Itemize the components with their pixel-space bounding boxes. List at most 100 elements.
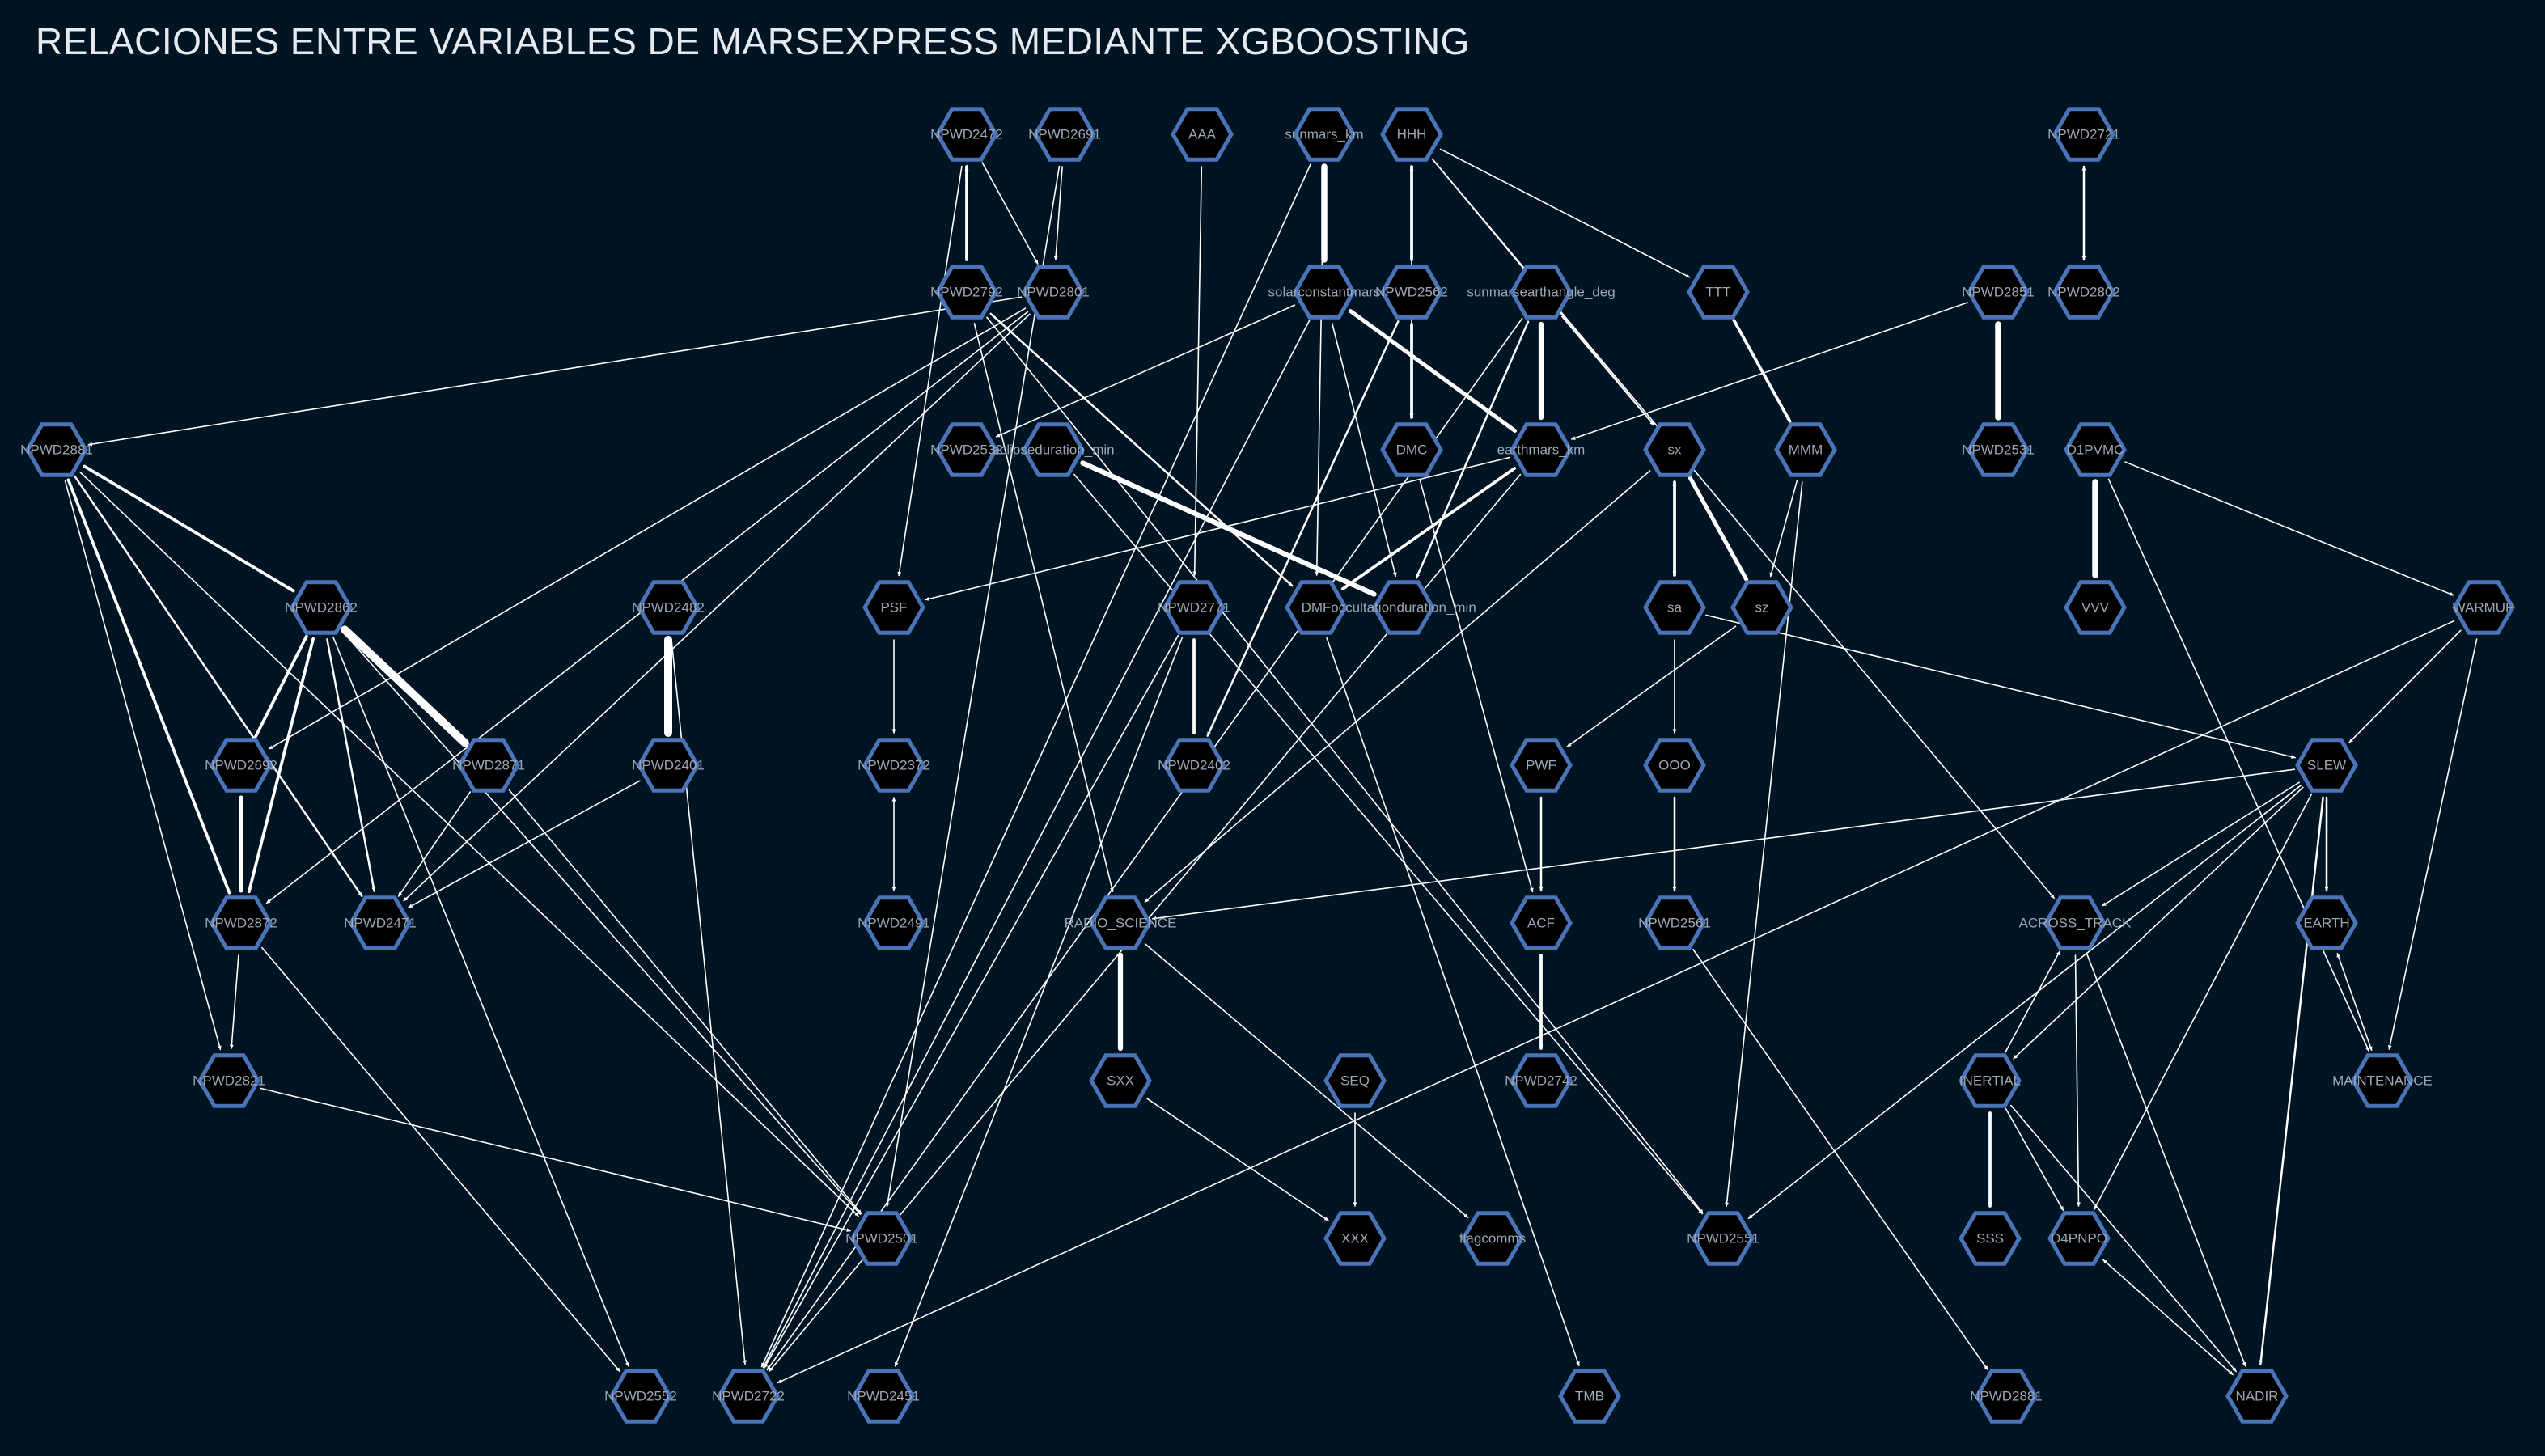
- node-EARTH[interactable]: EARTH: [2295, 895, 2358, 950]
- edge-INERTIAL-ACROSS_TRACK: [2005, 950, 2060, 1053]
- edge-NPWD2872-NPWD2552: [261, 946, 620, 1373]
- node-sz[interactable]: sz: [1730, 580, 1793, 635]
- node-NPWD2881b[interactable]: NPWD2881: [1970, 1369, 2043, 1424]
- node-hexagon: [1774, 422, 1837, 477]
- node-hexagon: [1022, 265, 1085, 320]
- node-hexagon: [935, 422, 998, 477]
- node-NADIR[interactable]: NADIR: [2225, 1369, 2289, 1424]
- edge-SXX-XXX: [1146, 1098, 1329, 1221]
- node-NPWD2531[interactable]: NPWD2531: [1962, 422, 2035, 477]
- edge-NPWD2561-NPWD2881b: [1692, 948, 1988, 1371]
- node-solarconstantmars[interactable]: solarconstantmars: [1268, 265, 1381, 320]
- node-NPWD2862[interactable]: NPWD2862: [285, 580, 358, 635]
- node-NPWD2802[interactable]: NPWD2802: [2047, 265, 2120, 320]
- node-NPWD2721[interactable]: NPWD2721: [2047, 107, 2120, 162]
- node-NPWD2472[interactable]: NPWD2472: [930, 107, 1003, 162]
- node-NPWD2471[interactable]: NPWD2471: [344, 895, 417, 950]
- node-NPWD2881[interactable]: NPWD2881: [20, 422, 93, 477]
- node-NPWD2801[interactable]: NPWD2801: [1017, 265, 1090, 320]
- node-MMM[interactable]: MMM: [1774, 422, 1837, 477]
- edge-SLEW-D4PNPO: [2093, 793, 2313, 1211]
- node-ACF[interactable]: ACF: [1510, 895, 1573, 950]
- node-PWF[interactable]: PWF: [1510, 738, 1573, 793]
- node-AAA[interactable]: AAA: [1171, 107, 1234, 162]
- node-eclipseduration_min[interactable]: eclipseduration_min: [992, 422, 1115, 477]
- node-NPWD2771[interactable]: NPWD2771: [1158, 580, 1230, 635]
- node-earthmars_km[interactable]: earthmars_km: [1497, 422, 1586, 477]
- node-HHH[interactable]: HHH: [1380, 107, 1443, 162]
- node-label: SEQ: [1340, 1073, 1370, 1089]
- node-XXX[interactable]: XXX: [1323, 1211, 1387, 1266]
- node-NPWD2691[interactable]: NPWD2691: [1028, 107, 1101, 162]
- node-TMB[interactable]: TMB: [1558, 1369, 1621, 1424]
- edge-NPWD2871-NPWD2501: [508, 789, 862, 1215]
- node-DMF[interactable]: DMF: [1285, 580, 1348, 635]
- node-NPWD2501[interactable]: NPWD2501: [845, 1211, 918, 1266]
- edge-solarconstantmars-occultationduration_min: [1331, 322, 1397, 578]
- node-NPWD2562[interactable]: NPWD2562: [1375, 265, 1448, 320]
- node-PSF[interactable]: PSF: [862, 580, 925, 635]
- edge-SLEW-INERTIAL: [2013, 786, 2304, 1060]
- node-hexagon: [457, 738, 520, 793]
- node-SSS[interactable]: SSS: [1959, 1211, 2022, 1266]
- node-VVV[interactable]: VVV: [2064, 580, 2127, 635]
- node-hexagon: [2052, 107, 2115, 162]
- node-D1PVMC[interactable]: D1PVMC: [2064, 422, 2127, 477]
- node-NPWD2871[interactable]: NPWD2871: [452, 738, 525, 793]
- node-label: NPWD2372: [858, 758, 930, 773]
- node-D4PNPO[interactable]: D4PNPO: [2047, 1211, 2111, 1266]
- node-SXX[interactable]: SXX: [1089, 1053, 1152, 1108]
- node-SLEW[interactable]: SLEW: [2295, 738, 2358, 793]
- node-NPWD2491[interactable]: NPWD2491: [858, 895, 930, 950]
- node-NPWD2851[interactable]: NPWD2851: [1962, 265, 2035, 320]
- edge-MMM-sz: [1769, 480, 1798, 578]
- edge-NPWD2801-NPWD2692: [268, 307, 1027, 750]
- node-RADIO_SCIENCE[interactable]: RADIO_SCIENCE: [1065, 895, 1177, 950]
- node-sunmars_km[interactable]: sunmars_km: [1285, 107, 1364, 162]
- node-hexagon: [2064, 580, 2127, 635]
- node-NPWD2742[interactable]: NPWD2742: [1505, 1053, 1577, 1108]
- node-NPWD2792[interactable]: NPWD2792: [930, 265, 1003, 320]
- node-flagcomms[interactable]: flagcomms: [1459, 1211, 1526, 1266]
- node-NPWD2722[interactable]: NPWD2722: [712, 1369, 785, 1424]
- node-TTT[interactable]: TTT: [1687, 265, 1750, 320]
- node-NPWD2821[interactable]: NPWD2821: [193, 1053, 265, 1108]
- node-hexagon: [1975, 1369, 2038, 1424]
- node-NPWD2872[interactable]: NPWD2872: [205, 895, 277, 950]
- node-NPWD2532[interactable]: NPWD2532: [930, 422, 1003, 477]
- node-sunmarsearthangle_deg[interactable]: sunmarsearthangle_deg: [1467, 265, 1616, 320]
- edge-sunmars_km-NPWD2722: [760, 163, 1312, 1368]
- node-NPWD2482[interactable]: NPWD2482: [632, 580, 705, 635]
- node-INERTIAL[interactable]: INERTIAL: [1959, 1053, 2022, 1108]
- edge-SLEW-NADIR: [2259, 796, 2324, 1365]
- node-hexagon: [2225, 1369, 2289, 1424]
- node-label: SSS: [1976, 1231, 2004, 1246]
- node-WARMUP[interactable]: WARMUP: [2452, 580, 2515, 635]
- edge-EARTH-MAINTENANCE: [2336, 952, 2373, 1052]
- node-hexagon: [2295, 738, 2358, 793]
- node-NPWD2692[interactable]: NPWD2692: [205, 738, 277, 793]
- node-hexagon: [1967, 422, 2030, 477]
- node-SEQ[interactable]: SEQ: [1323, 1053, 1387, 1108]
- node-NPWD2451[interactable]: NPWD2451: [847, 1369, 920, 1424]
- node-label: NPWD2851: [1962, 285, 2035, 300]
- node-NPWD2551[interactable]: NPWD2551: [1687, 1211, 1759, 1266]
- node-ACROSS_TRACK[interactable]: ACROSS_TRACK: [2019, 895, 2132, 950]
- node-sx[interactable]: sx: [1643, 422, 1706, 477]
- edge-NPWD2881-NPWD2862: [83, 464, 295, 593]
- node-hexagon: [2351, 1053, 2414, 1108]
- node-label: NPWD2871: [452, 758, 525, 773]
- node-occultationduration_min[interactable]: occultationduration_min: [1331, 580, 1476, 635]
- node-hexagon: [2052, 265, 2115, 320]
- node-MAINTENANCE[interactable]: MAINTENANCE: [2332, 1053, 2433, 1108]
- node-hexagon: [2043, 895, 2107, 950]
- node-NPWD2561[interactable]: NPWD2561: [1638, 895, 1711, 950]
- node-NPWD2401[interactable]: NPWD2401: [632, 738, 705, 793]
- edge-NPWD2562-NPWD2402: [1206, 320, 1400, 737]
- node-OOO[interactable]: OOO: [1643, 738, 1706, 793]
- node-DMC[interactable]: DMC: [1380, 422, 1443, 477]
- node-NPWD2372[interactable]: NPWD2372: [858, 738, 930, 793]
- node-NPWD2402[interactable]: NPWD2402: [1158, 738, 1230, 793]
- node-NPWD2552[interactable]: NPWD2552: [604, 1369, 677, 1424]
- node-sa[interactable]: sa: [1643, 580, 1706, 635]
